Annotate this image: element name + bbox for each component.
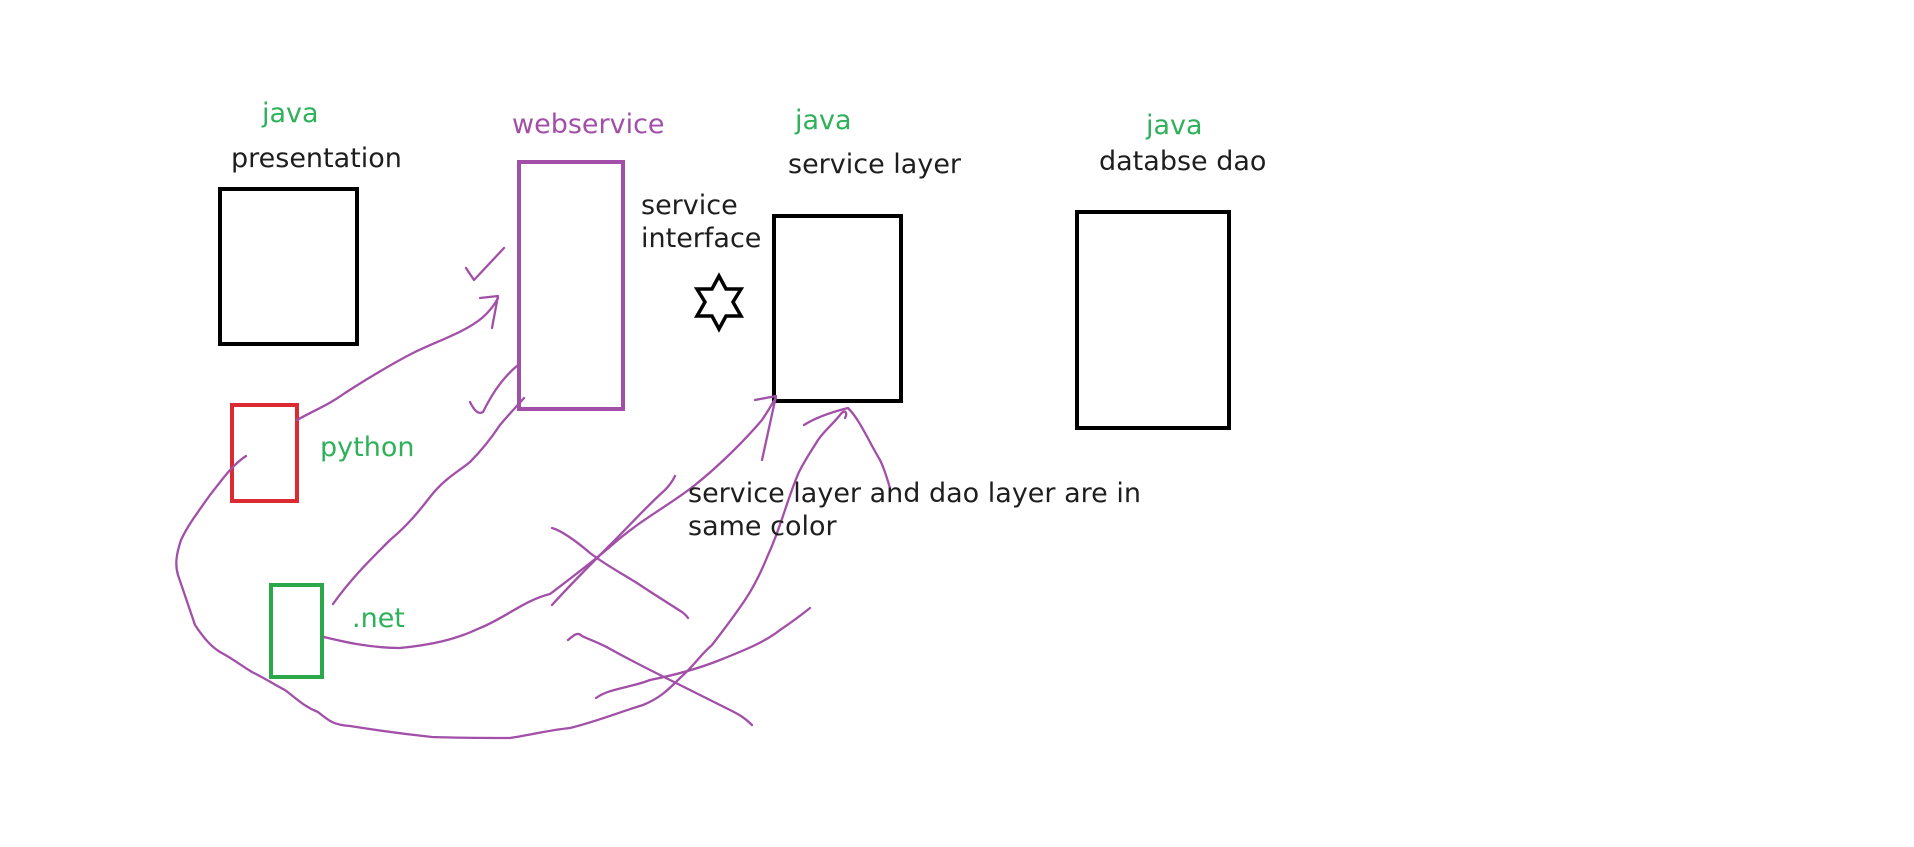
dotnet-to-service-layer-connector bbox=[322, 396, 778, 650]
service-interface-label-line1: service bbox=[641, 190, 738, 221]
service-layer-language-label: java bbox=[795, 105, 852, 136]
six-pointed-star-icon bbox=[693, 272, 745, 333]
python-box bbox=[230, 403, 299, 503]
dotnet-box bbox=[269, 583, 324, 679]
cross-out-stroke-3 bbox=[566, 632, 754, 727]
python-to-service-layer-loop bbox=[175, 410, 848, 740]
webservice-check-mark-bottom bbox=[468, 363, 520, 414]
webservice-label: webservice bbox=[512, 109, 665, 140]
python-label: python bbox=[320, 432, 415, 463]
presentation-language-label: java bbox=[262, 98, 319, 129]
cross-out-stroke-1 bbox=[550, 474, 677, 607]
presentation-layer-label: presentation bbox=[231, 143, 402, 174]
webservice-box bbox=[517, 160, 625, 411]
database-dao-language-label: java bbox=[1146, 110, 1203, 141]
python-to-webservice-connector bbox=[295, 296, 500, 422]
dotnet-label: .net bbox=[352, 603, 405, 634]
service-layer-arrowhead bbox=[753, 394, 778, 462]
database-dao-box bbox=[1075, 210, 1231, 430]
cross-out-stroke-4 bbox=[594, 606, 812, 700]
dotnet-to-webservice-connector bbox=[331, 396, 526, 606]
presentation-box bbox=[218, 187, 359, 346]
service-layer-arrowhead-2 bbox=[802, 406, 892, 490]
service-interface-label-line2: interface bbox=[641, 223, 762, 254]
cross-out-stroke-2 bbox=[550, 526, 690, 620]
python-to-webservice-arrowhead bbox=[478, 294, 500, 330]
service-layer-label: service layer bbox=[788, 149, 962, 180]
note-line2: same color bbox=[688, 511, 837, 542]
note-line1: service layer and dao layer are in bbox=[688, 478, 1141, 509]
service-layer-box bbox=[772, 214, 903, 403]
database-dao-label: databse dao bbox=[1099, 146, 1267, 177]
webservice-check-mark-top bbox=[464, 246, 506, 282]
